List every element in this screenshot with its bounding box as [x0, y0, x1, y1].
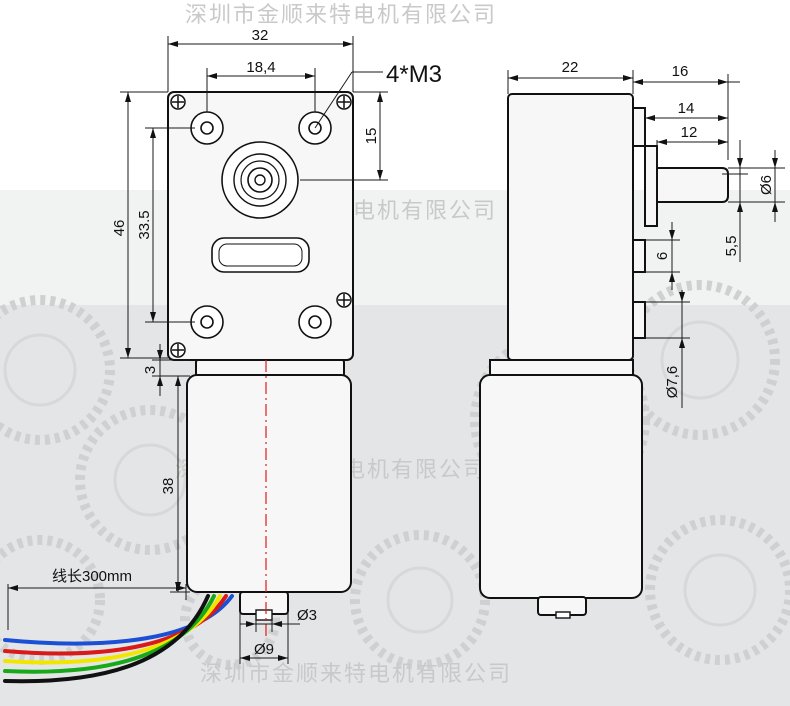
dim-38: 38	[160, 375, 190, 593]
front-slot	[211, 237, 310, 273]
dim-boss-dia-9: Ø9	[239, 612, 289, 664]
svg-text:3: 3	[142, 366, 159, 374]
dim-cable-length: 线长300mm	[7, 568, 187, 630]
dim-18-4: 18,4	[206, 59, 316, 112]
side-output-shaft	[656, 167, 729, 203]
watermark-top: 深圳市金顺来特电机有限公司	[185, 3, 497, 28]
dim-flat-5-5: 5,5	[722, 140, 748, 262]
svg-text:Ø9: Ø9	[254, 641, 274, 658]
side-gearbox-body	[507, 93, 634, 361]
dim-6: 6	[645, 222, 680, 290]
watermark-bottom: 深圳市金顺来特电机有限公司	[200, 662, 512, 687]
side-shaft-collar	[644, 145, 658, 227]
mounting-hole	[190, 305, 224, 339]
dim-4-m3: 4*M3	[314, 61, 442, 129]
svg-text:15: 15	[363, 128, 380, 145]
side-motor-body	[479, 374, 643, 599]
svg-text:32: 32	[252, 27, 269, 44]
dim-16: 16	[633, 63, 740, 160]
front-motor-body	[186, 374, 352, 593]
dim-14: 14	[644, 100, 728, 121]
svg-text:33.5: 33.5	[136, 210, 153, 239]
svg-text:16: 16	[672, 63, 689, 80]
dim-shaft-dia-3: Ø3	[240, 607, 317, 632]
svg-text:12: 12	[681, 124, 698, 141]
screw-icon	[170, 342, 186, 358]
mounting-hole	[298, 305, 332, 339]
front-view: 32 18,4 4*M3 15	[3, 27, 442, 684]
output-shaft-boss	[221, 141, 299, 219]
svg-text:22: 22	[562, 59, 579, 76]
dim-32: 32	[167, 27, 354, 92]
svg-text:46: 46	[111, 220, 128, 237]
side-flange-mid	[632, 239, 646, 273]
front-slot-inner	[218, 243, 303, 267]
corner-screw-icons	[170, 94, 352, 358]
svg-text:线长300mm: 线长300mm	[52, 568, 132, 585]
front-motor-shaft	[255, 609, 273, 621]
svg-text:4*M3: 4*M3	[386, 61, 442, 88]
dim-15: 15	[300, 91, 388, 181]
svg-text:6: 6	[654, 252, 671, 260]
svg-text:Ø7,6: Ø7,6	[664, 366, 681, 399]
cable-bundle	[3, 594, 234, 684]
dim-33-5: 33.5	[136, 127, 195, 323]
side-flange-top	[632, 107, 646, 147]
svg-text:Ø6: Ø6	[758, 175, 775, 195]
dim-shaft-dia-6: Ø6	[728, 150, 785, 222]
side-view: 22 16 14 12	[479, 59, 785, 619]
screw-icon	[336, 292, 352, 308]
mounting-hole	[190, 111, 224, 145]
svg-text:18,4: 18,4	[246, 59, 275, 76]
svg-text:5,5: 5,5	[723, 236, 740, 257]
side-motor-shaft	[555, 611, 571, 619]
dim-boss-dia-7-6: Ø7,6	[645, 290, 690, 408]
dim-12: 12	[656, 124, 728, 168]
side-motor-neck	[489, 359, 634, 377]
svg-text:14: 14	[678, 100, 695, 117]
side-flange-bottom	[632, 301, 646, 339]
svg-text:Ø3: Ø3	[297, 607, 317, 624]
svg-text:38: 38	[160, 478, 177, 495]
dim-22: 22	[507, 59, 634, 94]
screw-icon	[336, 94, 352, 110]
screw-icon	[170, 94, 186, 110]
front-motor-neck	[195, 359, 345, 377]
